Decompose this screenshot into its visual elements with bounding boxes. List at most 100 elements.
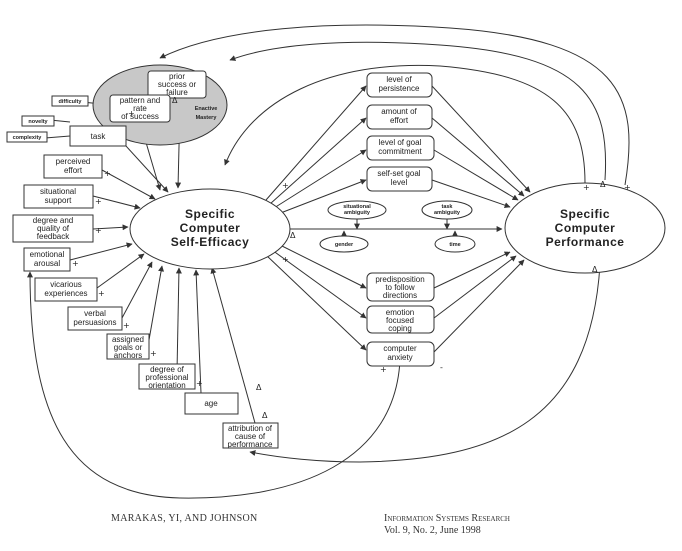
- novelty-label: novelty: [28, 119, 48, 125]
- gender-ellipse: [319, 235, 369, 253]
- delta-marker-age: Δ: [256, 383, 262, 392]
- task-label: task: [91, 132, 107, 141]
- vicarious-experiences-box: [34, 277, 98, 302]
- plus-marker-professional: +: [196, 379, 203, 388]
- plus-marker-support: +: [95, 197, 102, 206]
- link-emotional-arousal: [69, 242, 133, 261]
- complexity-label: complexity: [13, 135, 43, 141]
- age-label: age: [204, 399, 218, 408]
- persistence-box: [366, 72, 433, 98]
- delta-marker-se-right: Δ: [290, 231, 296, 240]
- link-situational-support: [92, 195, 141, 210]
- link-se-coping: [271, 249, 367, 319]
- situational-support-box: [23, 184, 94, 209]
- mediator-links: [265, 85, 531, 353]
- footer-issue: Vol. 9, No. 2, June 1998: [384, 525, 481, 536]
- attribution-box: [222, 422, 279, 449]
- link-coping-perf: [433, 255, 517, 319]
- verbal-persuasions-box: [67, 306, 123, 331]
- directions-box: [366, 272, 435, 302]
- link-task: [125, 145, 169, 193]
- minus-marker-anxiety: -: [440, 363, 443, 372]
- footer-authors: MARAKAS, YI, AND JOHNSON: [111, 513, 258, 524]
- task-characteristics: difficulty novelty complexity task: [6, 95, 127, 147]
- link-directions-perf: [433, 251, 511, 289]
- time-ellipse: [434, 235, 476, 253]
- link-anxiety-to-emotional-arousal: [27, 271, 401, 499]
- task-box: [69, 125, 127, 147]
- link-se-directions: [277, 243, 367, 289]
- self-set-goal-box: [366, 166, 433, 192]
- link-perceived-effort: [101, 169, 156, 200]
- plus-marker-feedback: +: [95, 226, 102, 235]
- link-se-effort: [269, 117, 367, 205]
- link-effort-perf: [431, 117, 525, 197]
- delta-marker-perf-top: Δ: [600, 180, 606, 189]
- footer-journal: Information Systems Research: [384, 513, 510, 524]
- plus-marker-se-bottom: +: [282, 255, 289, 264]
- situational-ambiguity-ellipse: [327, 200, 387, 220]
- plus-marker-effort: +: [104, 169, 111, 178]
- plus-marker-arousal: +: [72, 259, 79, 268]
- difficulty-box: [51, 95, 89, 107]
- footer-citation: Information Systems Research Vol. 9, No.…: [384, 513, 510, 537]
- feedback-curves: [27, 24, 630, 499]
- professional-orientation-box: [138, 363, 196, 390]
- plus-marker-vicarious: +: [98, 289, 105, 298]
- link-attribution: [210, 267, 256, 424]
- link-performance-to-self-efficacy-top: [224, 64, 586, 184]
- novelty-box: [21, 115, 55, 127]
- time-label: time: [449, 242, 460, 248]
- link-goals: [148, 265, 165, 341]
- plus-marker-perf-1: +: [583, 183, 590, 192]
- link-complexity: [44, 135, 71, 139]
- link-goal-commitment-perf: [433, 149, 519, 201]
- link-verbal: [121, 261, 153, 319]
- feedback-box: [12, 214, 94, 243]
- plus-marker-se-top: +: [282, 181, 289, 190]
- complexity-box: [6, 131, 48, 143]
- plus-marker-goals: +: [150, 349, 157, 358]
- plus-marker-task: +: [128, 109, 135, 118]
- pattern-rate-box: [109, 94, 171, 123]
- effort-box: [366, 104, 433, 130]
- task-ambiguity-ellipse: [421, 200, 473, 220]
- link-professional: [175, 267, 182, 373]
- link-self-set-goal-perf: [431, 179, 511, 209]
- link-age: [193, 269, 202, 394]
- gender-label: gender: [335, 242, 354, 248]
- delta-marker-perf-bottom: Δ: [592, 265, 598, 274]
- difficulty-label: difficulty: [59, 99, 83, 105]
- emotional-arousal-box: [23, 247, 71, 272]
- self-efficacy-ellipse: [129, 188, 291, 270]
- link-feedback: [92, 224, 129, 231]
- delta-marker-attribution: Δ: [262, 411, 268, 420]
- link-persistence-perf: [431, 85, 531, 193]
- perceived-effort-box: [43, 154, 103, 179]
